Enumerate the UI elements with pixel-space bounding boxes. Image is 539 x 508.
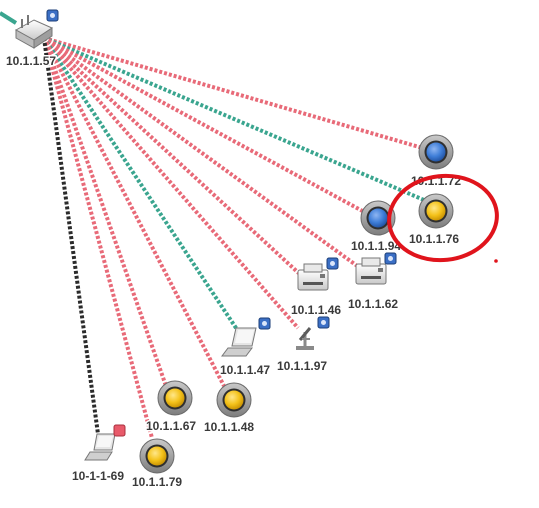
node-label: 10.1.1.47 (220, 363, 270, 377)
node-10-1-1-47[interactable]: 10.1.1.47 (219, 317, 272, 379)
laptop-icon (221, 327, 257, 357)
marker-dot (494, 259, 498, 263)
node-label: 10.1.1.76 (409, 232, 459, 246)
printer-icon (297, 263, 329, 291)
link-10-1-1-62[interactable] (42, 36, 362, 270)
node-label: 10.1.1.97 (277, 359, 327, 373)
printer-icon (355, 257, 387, 285)
link-10-1-1-76[interactable] (43, 36, 425, 202)
microscope-icon (296, 327, 314, 350)
router-icon (14, 15, 54, 49)
node-10-1-1-94[interactable]: 10.1.1.94 (350, 200, 403, 255)
status-badge (46, 9, 59, 22)
status-badge (113, 424, 126, 437)
node-10-1-1-67[interactable]: 10.1.1.67 (145, 380, 198, 435)
device-circle-yellow-icon (157, 380, 193, 416)
link-10-1-1-79[interactable] (42, 37, 154, 439)
node-10-1-1-62[interactable]: 10.1.1.62 (347, 252, 400, 313)
node-label: 10-1-1-69 (72, 469, 124, 483)
link-10-1-1-94[interactable] (43, 36, 369, 216)
device-circle-yellow-icon (216, 382, 252, 418)
link-10-1-1-67[interactable] (42, 37, 168, 387)
device-circle-yellow-icon (139, 438, 175, 474)
node-10-1-1-46[interactable]: 10.1.1.46 (290, 257, 343, 319)
node-label: 10.1.1.46 (291, 303, 341, 317)
device-circle-yellow-icon (418, 193, 454, 229)
device-circle-blue-icon (360, 200, 396, 236)
node-10-1-1-69[interactable]: 10-1-1-69 (71, 424, 126, 485)
link-offscreen (0, 11, 18, 25)
link-10-1-1-69[interactable] (42, 37, 100, 435)
link-10-1-1-47[interactable] (42, 36, 242, 336)
node-label: 10.1.1.62 (348, 297, 398, 311)
status-badge (317, 316, 330, 329)
link-10-1-1-48[interactable] (42, 37, 226, 387)
status-badge (258, 317, 271, 330)
link-10-1-1-97[interactable] (42, 36, 300, 330)
highlight-circle (387, 173, 499, 263)
node-label: 10.1.1.79 (132, 475, 182, 489)
node-label: 10.1.1.94 (351, 239, 401, 253)
node-10-1-1-79[interactable]: 10.1.1.79 (131, 438, 184, 491)
laptop-icon (84, 433, 116, 461)
status-badge (384, 252, 397, 265)
node-10-1-1-97[interactable]: 10.1.1.97 (276, 316, 330, 375)
node-label: 10.1.1.57 (6, 54, 56, 68)
node-10-1-1-48[interactable]: 10.1.1.48 (203, 382, 256, 436)
link-10-1-1-72[interactable] (43, 36, 427, 151)
node-10-1-1-57[interactable]: 10.1.1.57 (5, 9, 59, 70)
device-circle-blue-icon (418, 134, 454, 170)
node-10-1-1-76[interactable]: 10.1.1.76 (408, 193, 461, 248)
node-label: 10.1.1.48 (204, 420, 254, 434)
link-10-1-1-46[interactable] (42, 36, 306, 280)
status-badge (326, 257, 339, 270)
node-label: 10.1.1.67 (146, 419, 196, 433)
links (42, 36, 427, 439)
